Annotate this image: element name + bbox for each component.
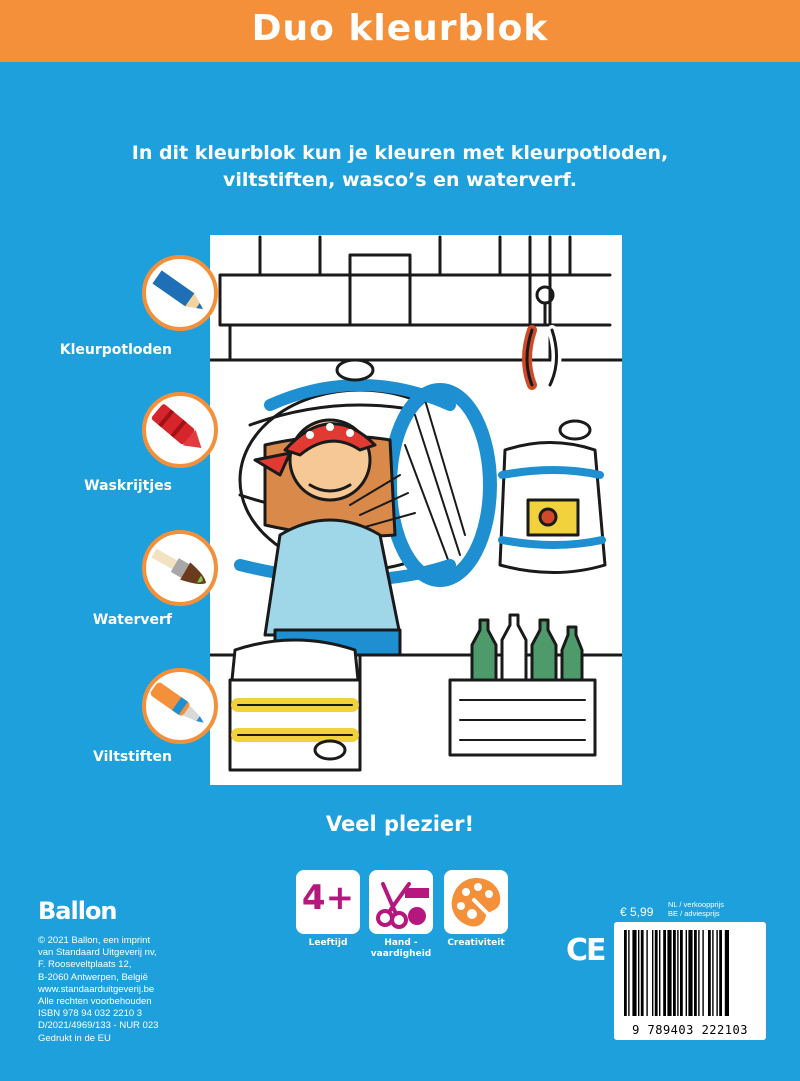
handskill-label-line2: vaardigheid [370,949,432,959]
barcode-bar [712,930,714,1016]
ce-mark: CE [566,933,606,968]
tool-circle-colored-pencil [142,255,218,331]
handskill-label-line1: Hand - [384,938,418,948]
barcode-bar [702,930,704,1016]
barcode-bar [673,930,676,1016]
publisher-logo: Ballon [38,897,118,925]
barcode-bar [632,930,637,1016]
tool-label-viltstiften: Viltstiften [93,749,172,765]
tool-label-kleurpotloden: Kleurpotloden [59,342,172,358]
age-label: Leeftijd [308,938,348,948]
age-value: 4+ [301,878,355,918]
barcode-bar [638,930,640,1016]
barcode-bar [719,930,722,1016]
creativity-badge [444,870,508,934]
colored-pencil-icon [152,270,203,310]
felt-marker-icon [150,682,204,723]
handskill-label: Hand - vaardigheid [361,938,441,960]
paintbrush-icon [151,548,206,585]
price-note-nl: NL / verkoopprijs [668,900,724,909]
barcode-bar [716,930,718,1016]
barcode-bar [698,930,700,1016]
imprint-line: www.standaarduitgeverij.be [38,983,155,995]
tool-label-waskrijtjes: Waskrijtjes [84,478,172,494]
imprint-line: Alle rechten voorbehouden [38,996,152,1008]
barcode-bar [677,930,679,1016]
barcode-bars [624,930,729,1016]
header-bar: Duo kleurblok [0,0,800,62]
coloring-illustration [210,235,622,785]
barcode-bar [694,930,697,1016]
palette-icon [451,878,501,927]
creativity-label: Creativiteit [447,938,505,948]
imprint-line: Gedrukt in de EU [38,1032,111,1044]
barcode-bar [628,930,630,1016]
closing-text: Veel plezier! [325,812,475,836]
intro-line-1: In dit kleurblok kun je kleuren met kleu… [131,142,669,164]
tool-circle-paintbrush [142,530,218,606]
barcode-bar [652,930,654,1016]
imprint-line: van Standaard Uitgeverij nv, [38,947,157,959]
imprint-line: B-2060 Antwerpen, België [38,971,148,983]
barcode-bar [685,930,687,1016]
imprint-line: D/2021/4969/133 - NUR 023 [38,1020,159,1032]
barcode-bar [640,930,644,1016]
barcode-bar [708,930,711,1016]
pirate-cellar-drawing [210,235,622,772]
barcode-bar [667,930,672,1016]
price-note-be: BE / adviesprijs [668,909,720,918]
barcode-bar [663,930,666,1016]
price-amount: € 5,99 [620,905,654,919]
barcode: 9 789403 222103 [614,922,766,1040]
imprint-line: F. Rooseveltplaats 12, [38,959,132,971]
barcode-bar [680,930,683,1016]
imprint-block: © 2021 Ballon, een imprint van Standaard… [38,935,238,1045]
scissors-icon [376,882,429,929]
age-badge: 4+ [296,870,360,934]
barcode-bar [724,930,729,1016]
barcode-bar [624,930,627,1016]
barcode-bar [646,930,648,1016]
barcode-bar [688,930,693,1016]
price-notes: NL / verkoopprijs BE / adviesprijs [668,900,724,918]
tool-circle-wax-crayon [142,392,218,468]
intro-text: In dit kleurblok kun je kleuren met kleu… [100,140,700,194]
imprint-line: ISBN 978 94 032 2210 3 [38,1008,143,1020]
page-title: Duo kleurblok [251,8,549,49]
barcode-bar [654,930,658,1016]
tool-label-waterverf: Waterverf [92,612,172,628]
tool-circle-felt-marker [142,668,218,744]
imprint-line: © 2021 Ballon, een imprint [38,935,151,946]
intro-line-2: viltstiften, wasco’s en waterverf. [223,169,577,191]
wax-crayon-icon [151,404,202,448]
barcode-bar [659,930,661,1016]
barcode-number: 9 789403 222103 [632,1023,748,1037]
handskill-badge [369,870,433,934]
